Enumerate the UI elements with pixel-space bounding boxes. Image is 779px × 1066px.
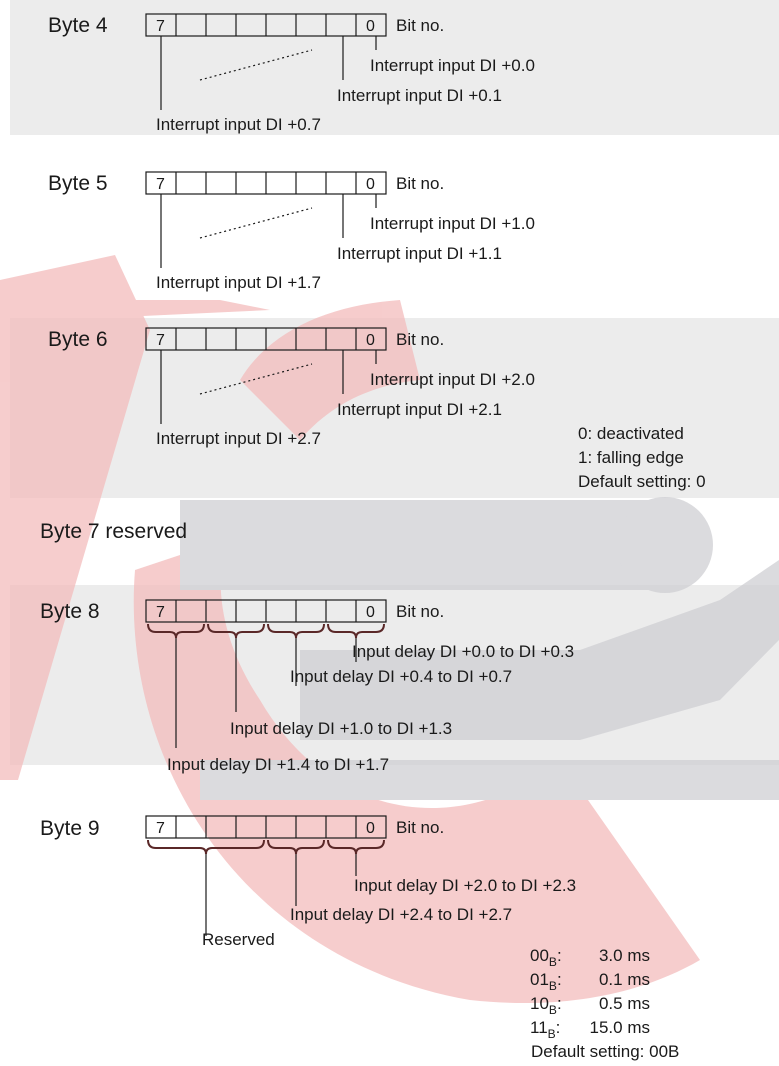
delay-code-subscript: B: [549, 979, 557, 993]
band-byte-4: [10, 0, 779, 135]
delay-code-colon: :: [557, 970, 562, 989]
watermark-logo: [0, 255, 779, 1004]
byte-8-group-3-desc: Input delay DI +1.0 to DI +1.3: [230, 719, 452, 738]
byte-8-label: Byte 8: [40, 600, 100, 623]
byte-9-label: Byte 9: [40, 817, 100, 840]
delay-code-value: 00: [530, 946, 549, 965]
byte-5-bit-7-desc: Interrupt input DI +1.7: [156, 273, 321, 292]
byte-6-bit-0-desc: Interrupt input DI +2.0: [370, 370, 535, 389]
byte-9-bit-no-label: Bit no.: [396, 818, 444, 837]
delay-legend-default: Default setting: 00B: [531, 1042, 679, 1061]
byte-5-bit-no-label: Bit no.: [396, 174, 444, 193]
delay-code-value: 11: [530, 1018, 548, 1037]
byte-5-bit-0-desc: Interrupt input DI +1.0: [370, 214, 535, 233]
byte-6-label: Byte 6: [48, 328, 108, 351]
byte-4-bit-0-desc: Interrupt input DI +0.0: [370, 56, 535, 75]
byte-7-reserved-label: Byte 7 reserved: [40, 520, 187, 543]
interrupt-legend-falling-edge: 1: falling edge: [578, 448, 684, 467]
byte-5-label: Byte 5: [48, 172, 108, 195]
byte-4-bit-7-desc: Interrupt input DI +0.7: [156, 115, 321, 134]
byte-5-dotted-range: [199, 207, 313, 239]
delay-value-01: 0.1 ms: [599, 970, 650, 989]
interrupt-legend-deactivated: 0: deactivated: [578, 424, 684, 443]
byte-9-bit-0-label: 0: [366, 820, 375, 837]
byte-8-bit-no-label: Bit no.: [396, 602, 444, 621]
byte-4-bit-no-label: Bit no.: [396, 16, 444, 35]
byte-6-bit-7-label: 7: [156, 332, 165, 349]
byte-4-bit-0-label: 0: [366, 18, 375, 35]
byte-6-bit-0-label: 0: [366, 332, 375, 349]
delay-code-11: 11B:: [530, 1018, 560, 1041]
byte-5-bit-1-desc: Interrupt input DI +1.1: [337, 244, 502, 263]
delay-code-subscript: B: [549, 955, 557, 969]
delay-code-colon: :: [557, 994, 562, 1013]
byte-4-bit-1-desc: Interrupt input DI +0.1: [337, 86, 502, 105]
byte-9-bit-7-label: 7: [156, 820, 165, 837]
delay-code-00: 00B:: [530, 946, 562, 969]
delay-code-value: 01: [530, 970, 549, 989]
delay-code-01: 01B:: [530, 970, 562, 993]
byte-8-bit-7-label: 7: [156, 604, 165, 621]
byte-6-bit-no-label: Bit no.: [396, 330, 444, 349]
delay-code-value: 10: [530, 994, 549, 1013]
byte-5-bit-7-label: 7: [156, 176, 165, 193]
byte-4-dotted-range: [199, 49, 313, 81]
byte-6-bit-7-desc: Interrupt input DI +2.7: [156, 429, 321, 448]
byte-4-bit-7-label: 7: [156, 18, 165, 35]
delay-value-11: 15.0 ms: [590, 1018, 650, 1037]
byte-6-dotted-range: [199, 363, 313, 395]
delay-value-10: 0.5 ms: [599, 994, 650, 1013]
byte-8-group-1-desc: Input delay DI +0.0 to DI +0.3: [352, 642, 574, 661]
byte-8-group-2-desc: Input delay DI +0.4 to DI +0.7: [290, 667, 512, 686]
byte-4-label: Byte 4: [48, 14, 108, 37]
byte-6-bit-1-desc: Interrupt input DI +2.1: [337, 400, 502, 419]
interrupt-legend-default: Default setting: 0: [578, 472, 706, 491]
delay-code-10: 10B:: [530, 994, 562, 1017]
delay-code-subscript: B: [548, 1027, 556, 1041]
delay-value-00: 3.0 ms: [599, 946, 650, 965]
delay-code-colon: :: [557, 946, 562, 965]
delay-code-subscript: B: [549, 1003, 557, 1017]
byte-9-group-1-desc: Input delay DI +2.0 to DI +2.3: [354, 876, 576, 895]
delay-code-colon: :: [556, 1018, 561, 1037]
byte-9-group-2-desc: Input delay DI +2.4 to DI +2.7: [290, 905, 512, 924]
byte-8-bit-0-label: 0: [366, 604, 375, 621]
byte-9-reserved-desc: Reserved: [202, 930, 275, 949]
byte-8-group-4-desc: Input delay DI +1.4 to DI +1.7: [167, 755, 389, 774]
byte-5-bit-0-label: 0: [366, 176, 375, 193]
